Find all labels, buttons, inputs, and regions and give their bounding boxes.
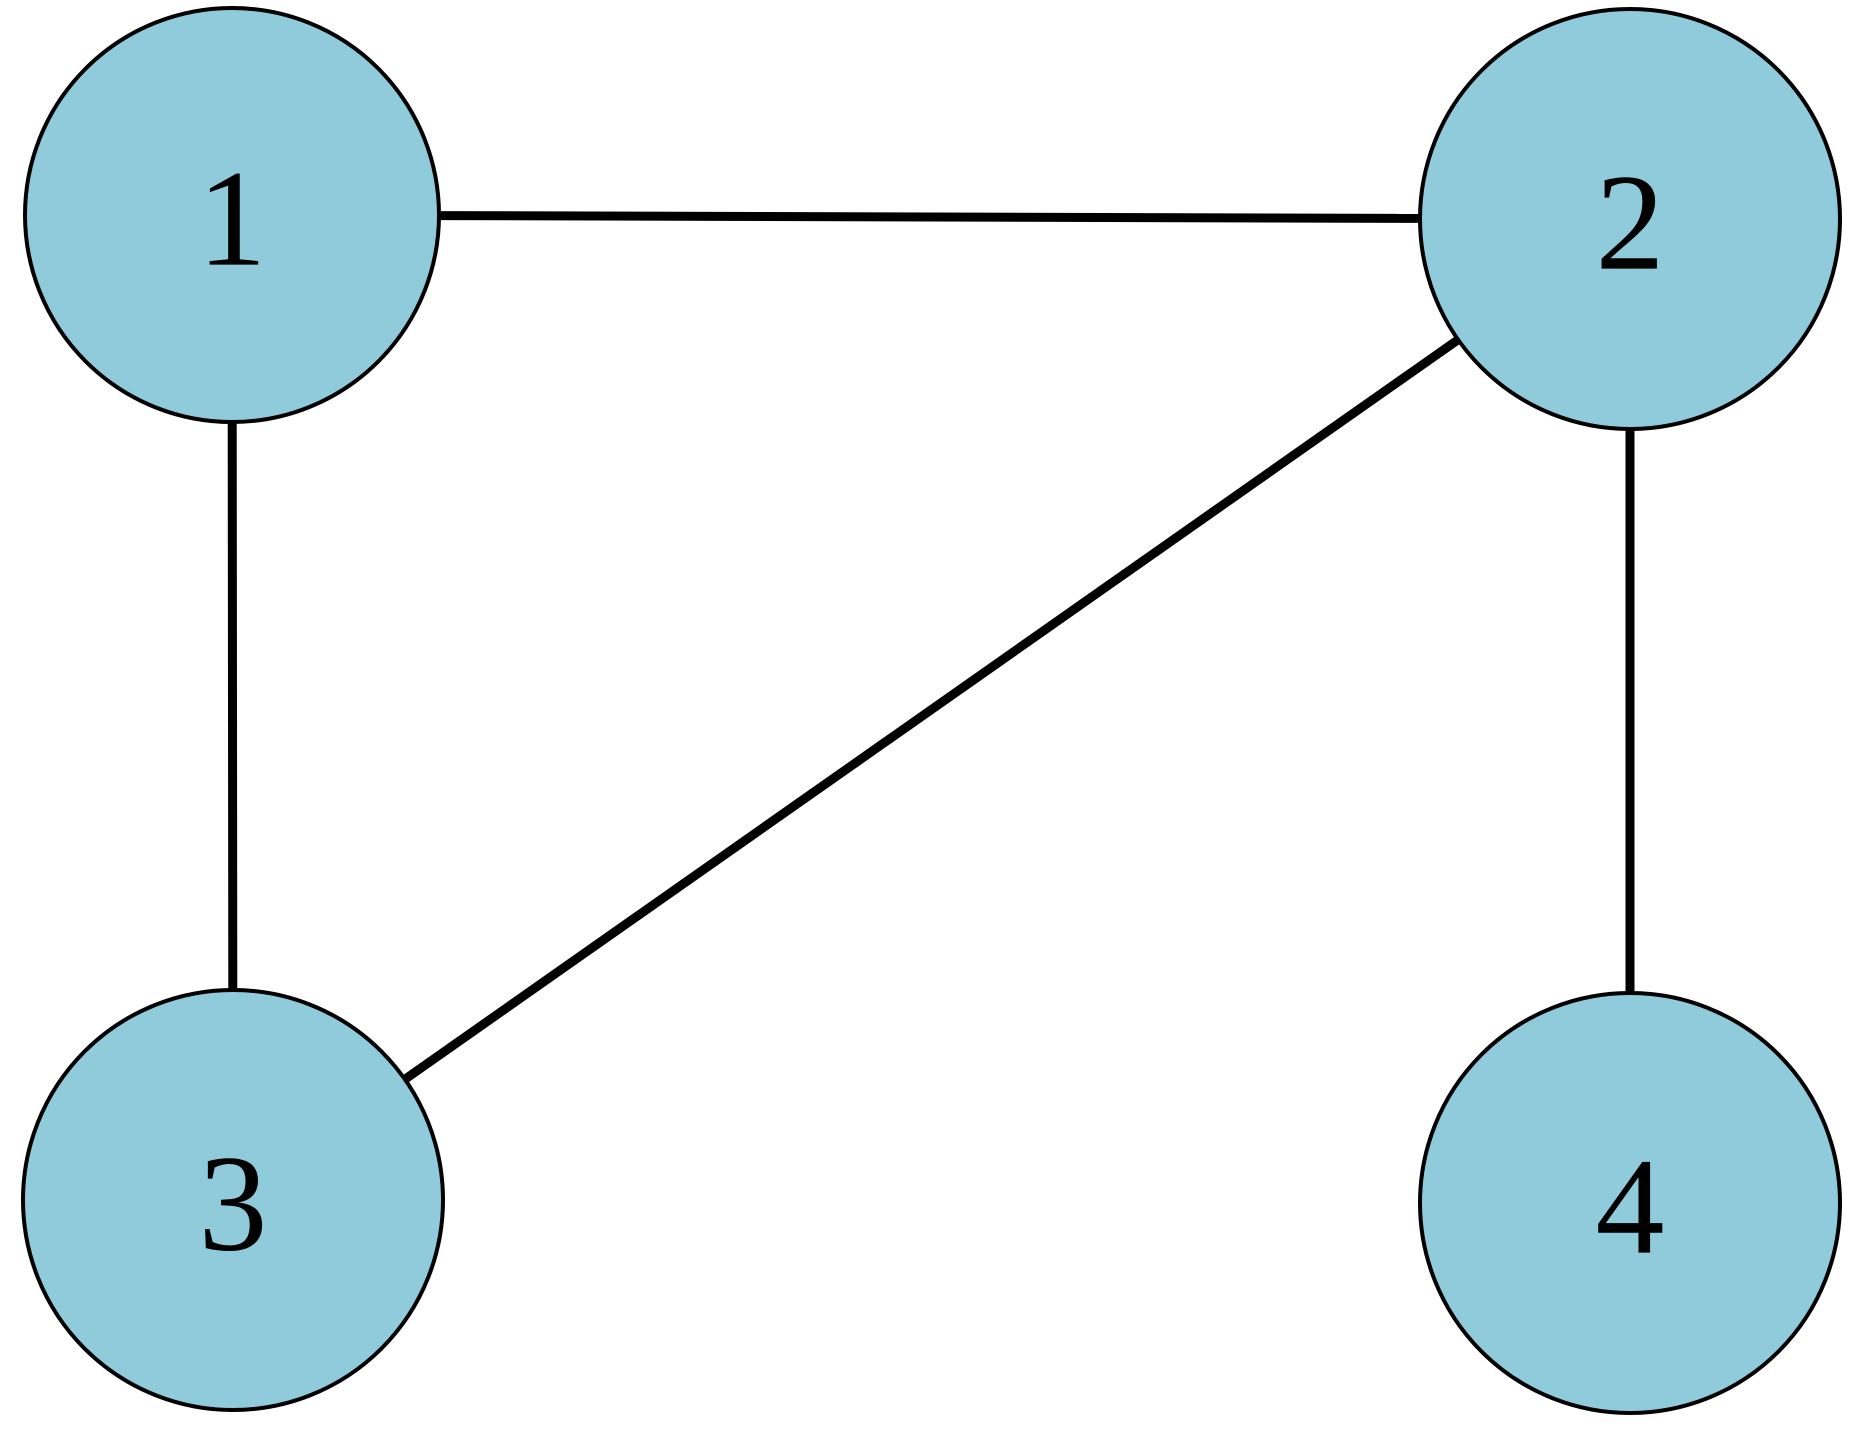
node-label-1: 1 (198, 142, 267, 295)
node-1: 1 (23, 6, 441, 424)
node-circle-4 (1418, 991, 1842, 1415)
edge-1-2 (438, 211, 1421, 223)
edge-1-3 (227, 421, 238, 991)
node-circle-2 (1418, 7, 1842, 431)
node-label-4: 4 (1596, 1130, 1665, 1283)
edge-2-3 (402, 336, 1461, 1083)
nodes-layer: 1 2 3 4 (21, 6, 1842, 1415)
edges-layer (227, 211, 1635, 1083)
node-4: 4 (1418, 991, 1842, 1415)
node-3: 3 (21, 988, 445, 1412)
node-label-3: 3 (199, 1127, 268, 1280)
node-2: 2 (1418, 7, 1842, 431)
node-circle-3 (21, 988, 445, 1412)
node-circle-1 (23, 6, 441, 424)
node-label-2: 2 (1596, 146, 1665, 299)
